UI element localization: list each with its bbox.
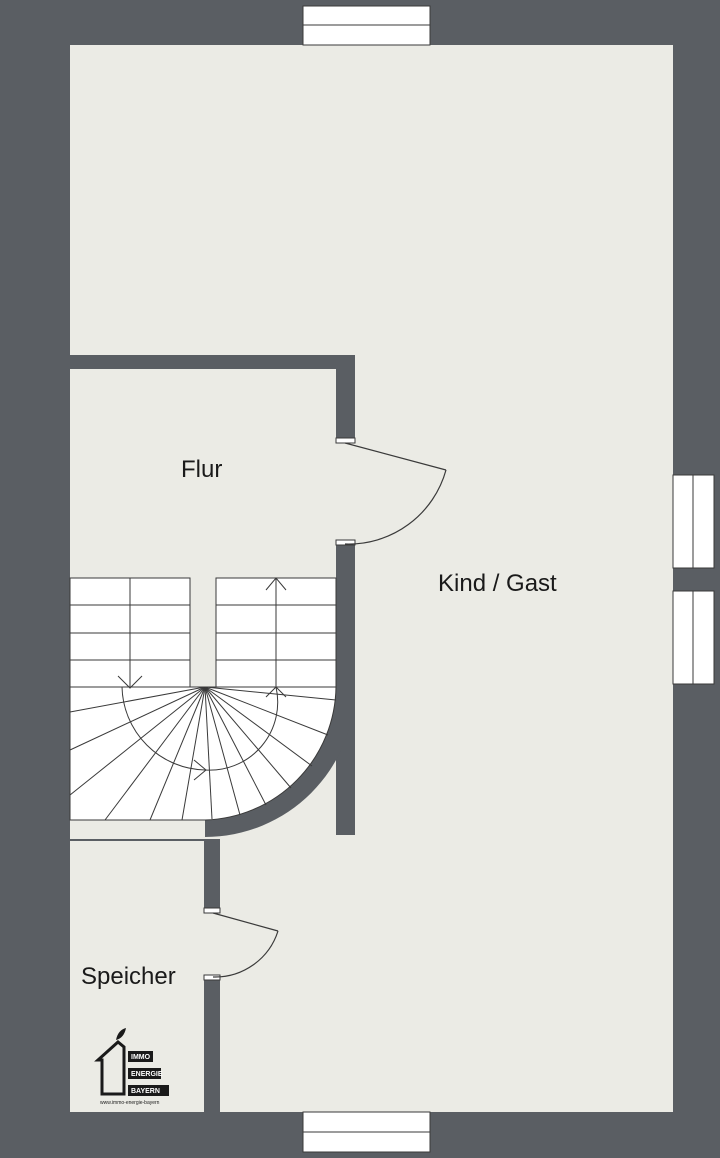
door-opening-flur [336,443,355,544]
room-label-speicher: Speicher [81,963,176,990]
door-jamb [335,437,356,444]
logo-line-1: IMMO [131,1054,151,1061]
winder-line [204,686,213,820]
logo-leaf-icon [116,1028,126,1040]
logo-bar [128,1051,153,1062]
logo-line-3: BAYERN [131,1088,160,1095]
door-jamb [335,539,356,546]
winder-line [69,686,206,751]
windows [302,5,715,1153]
stair-winder-area [69,686,337,821]
floor-kind-gast-right [355,355,673,1112]
logo-url: www.immo-energie-bayern [100,1100,160,1106]
logo-bar [128,1068,161,1079]
stair-curve-wall [205,545,355,837]
winder-line [204,686,292,789]
immo-energie-bayern-logo: IMMO ENERGIE BAYERN www.immo-energie-bay… [94,1028,169,1106]
arrow-arc [121,686,206,771]
arrowhead-up [265,577,287,591]
winder-line [104,686,206,821]
room-label-flur: Flur [181,456,222,483]
door-leaf-flur [344,442,447,471]
door-jambs [203,437,356,981]
room-label-kind-gast: Kind / Gast [438,570,557,597]
logo-house-icon [94,1040,126,1096]
winder-line [204,686,267,806]
floor-kind-gast-lower [220,835,355,1112]
logo-line-2: ENERGIE [131,1071,163,1078]
winder-line [204,686,329,736]
door-jamb [203,974,221,981]
door-opening-speicher [204,913,220,977]
winder-line [69,686,206,713]
stair-direction-arrow [117,577,287,781]
floor-kind-gast-top [70,45,673,355]
arrow-arc-upper [204,686,279,771]
door-swings [212,442,447,978]
logo-bar [128,1085,169,1096]
arrowhead-right [193,759,207,781]
winder-line [204,686,313,767]
winder-line [204,686,241,816]
door-jamb [203,907,221,914]
door-leaf-speicher [212,912,279,932]
winder-line [181,686,206,821]
door-arc-flur [344,469,447,545]
floor-speicher [70,841,204,1112]
winder-line [69,686,206,796]
staircase [69,577,337,821]
door-arc-speicher [212,930,279,978]
winder-line [149,686,206,821]
arrowhead-small [265,686,287,698]
arrowhead-down [117,675,143,689]
winder-line [204,686,337,701]
